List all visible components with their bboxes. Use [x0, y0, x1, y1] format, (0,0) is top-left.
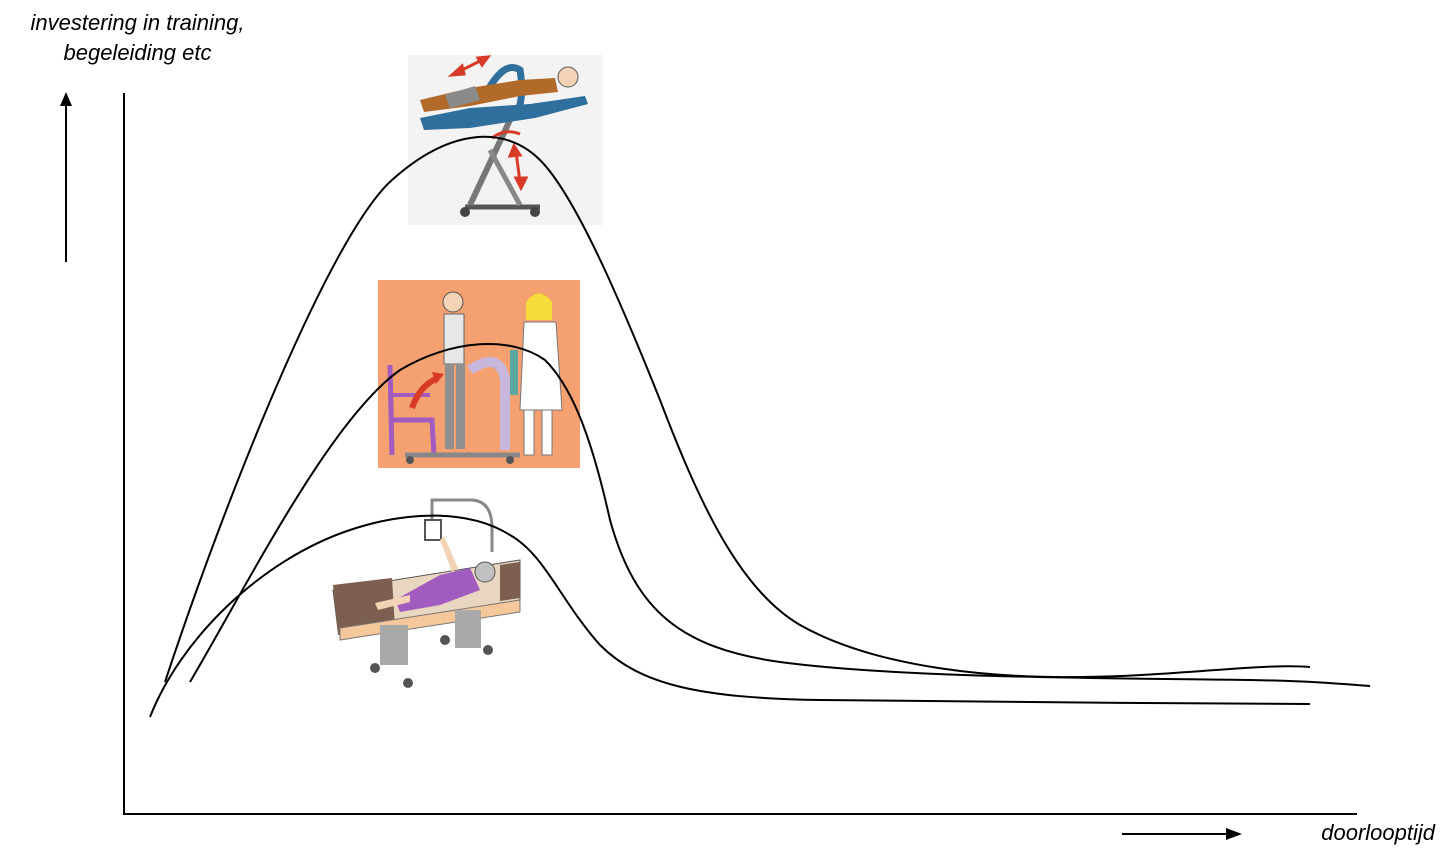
x-direction-arrow	[1122, 828, 1242, 840]
curve-ceiling-lift	[150, 516, 1310, 717]
ceiling-lift-bed-illustration	[333, 500, 520, 688]
curves	[150, 137, 1370, 717]
standing-lift-illustration	[378, 280, 580, 468]
y-direction-arrow	[60, 92, 72, 262]
